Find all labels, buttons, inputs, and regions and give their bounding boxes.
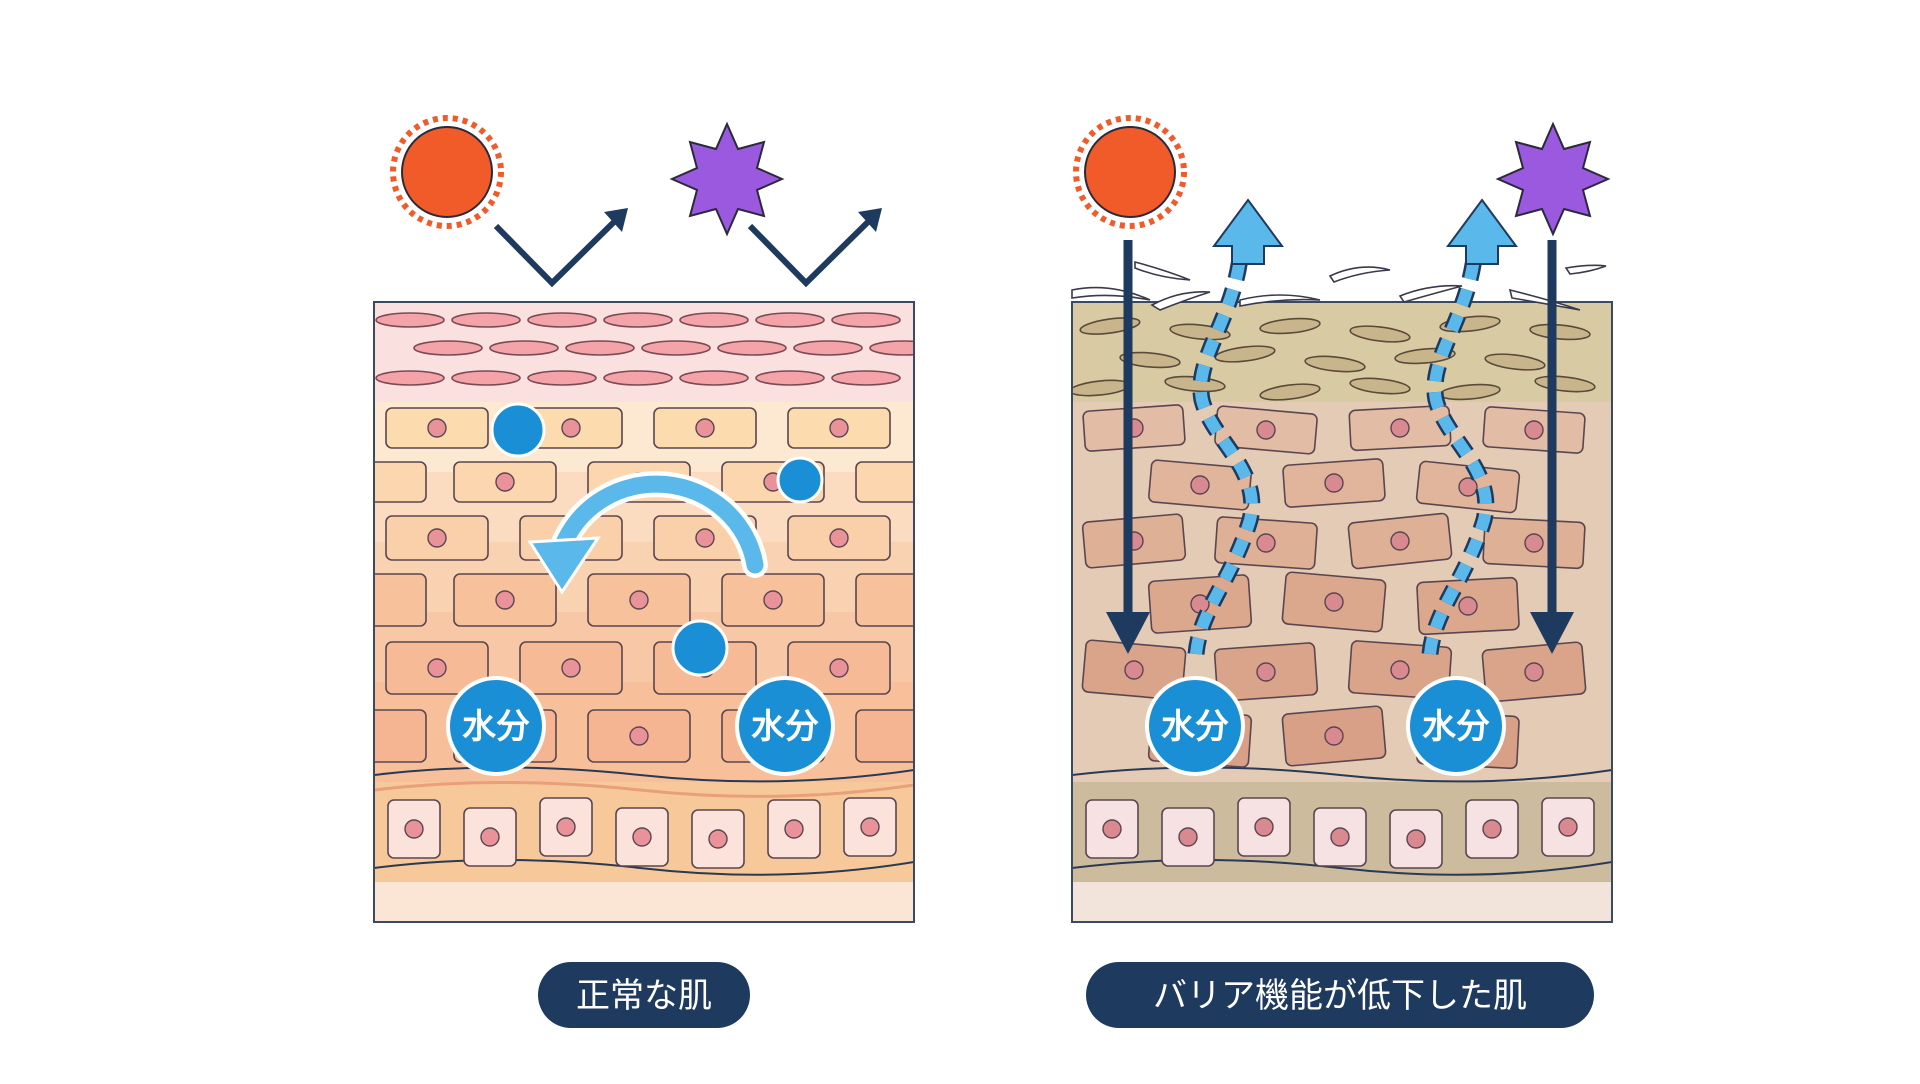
moisture-bubble-damaged-1: 水分 — [1145, 676, 1245, 776]
sun-icon — [390, 115, 504, 229]
panel-frame-normal — [373, 301, 915, 923]
caption-damaged-skin: バリア機能が低下した肌 — [1086, 962, 1594, 1028]
moisture-bubble-normal-1: 水分 — [446, 676, 546, 776]
caption-text: バリア機能が低下した肌 — [1153, 976, 1527, 1016]
star-irritant-icon — [669, 121, 785, 237]
reflect-arrowheads — [604, 208, 882, 232]
moisture-label: 水分 — [462, 707, 530, 747]
water-droplet-icon — [490, 402, 824, 677]
moisture-bubble-damaged-2: 水分 — [1406, 676, 1506, 776]
panel-damaged-skin: 水分 水分 バリア機能が低下した肌 — [1071, 115, 1613, 1028]
skin-cross-section-normal — [374, 302, 914, 922]
penetration-arrow-irritant — [1530, 240, 1574, 654]
cell-layers-damaged — [1081, 404, 1595, 869]
moisture-label: 水分 — [751, 707, 819, 747]
circular-arrow-icon — [527, 471, 768, 595]
panel-normal-skin: 水分 水分 正常な肌 — [373, 115, 915, 1028]
caption-text: 正常な肌 — [576, 976, 712, 1016]
caption-normal-skin: 正常な肌 — [538, 962, 750, 1028]
star-irritant-icon — [1495, 121, 1611, 237]
panel-frame-damaged — [1071, 301, 1613, 923]
evaporation-arrow-icon — [1421, 198, 1518, 656]
reflect-arrow-icon — [493, 215, 875, 288]
moisture-label: 水分 — [1422, 707, 1490, 747]
moisture-bubble-normal-2: 水分 — [735, 676, 835, 776]
peeling-flakes — [1071, 260, 1607, 311]
stratum-corneum-normal — [375, 312, 914, 386]
sun-icon — [1073, 115, 1187, 229]
evaporation-arrow-icon — [1187, 198, 1284, 656]
moisture-label: 水分 — [1161, 707, 1229, 747]
penetration-arrow-uv — [1106, 240, 1150, 654]
